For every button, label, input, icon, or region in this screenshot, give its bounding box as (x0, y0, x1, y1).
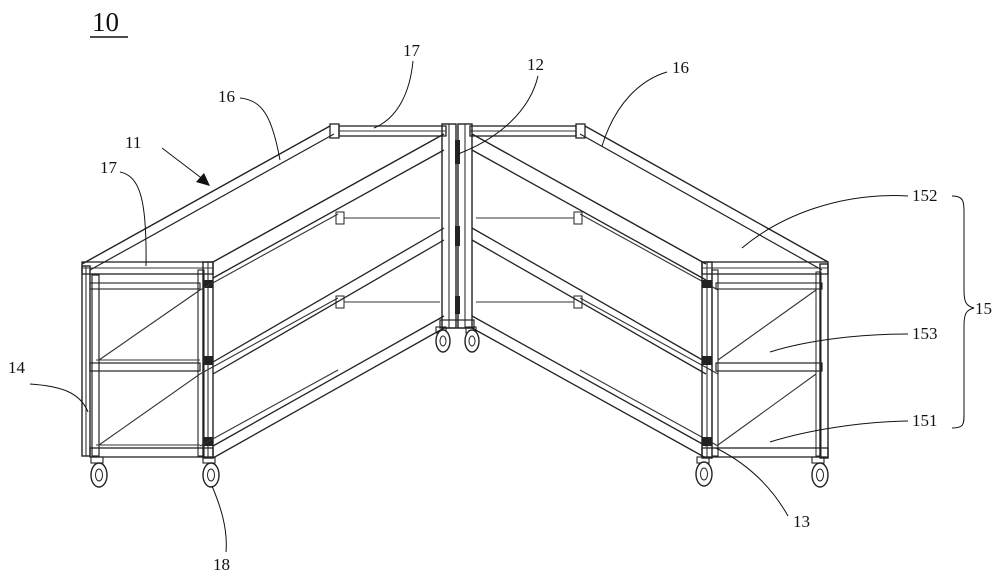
caster-right-outer (812, 457, 828, 487)
leader-12 (458, 76, 538, 154)
caster-right-inner (696, 457, 712, 486)
left-long-side (82, 126, 444, 458)
leader-14 (30, 384, 88, 412)
right-long-side (472, 126, 828, 458)
leader-151 (770, 421, 908, 442)
arrow-11-shaft (162, 148, 204, 180)
leader-152 (742, 196, 908, 248)
label-18: 18 (213, 555, 230, 574)
label-11: 11 (125, 133, 141, 152)
label-16-left: 16 (218, 87, 235, 106)
label-15: 15 (975, 299, 992, 318)
leader-18 (212, 486, 226, 552)
brace-15 (952, 196, 974, 428)
folding-shelf-cart (82, 124, 828, 487)
leader-153 (770, 334, 908, 352)
label-151: 151 (912, 411, 938, 430)
leader-16-left (240, 98, 280, 160)
leader-13 (716, 448, 788, 516)
caster-left-outer (91, 457, 107, 487)
caster-left-inner (203, 457, 219, 487)
leader-17-center (374, 61, 413, 128)
label-17-left: 17 (100, 158, 118, 177)
left-end-frame (82, 262, 213, 458)
label-13: 13 (793, 512, 810, 531)
reference-numerals: 11 16 17 17 12 16 152 153 151 15 14 (8, 41, 992, 574)
figure-number: 10 (92, 7, 119, 37)
label-17-center: 17 (403, 41, 421, 60)
label-14: 14 (8, 358, 26, 377)
center-posts (440, 124, 474, 328)
label-12: 12 (527, 55, 544, 74)
label-152: 152 (912, 186, 938, 205)
leader-16-right (602, 72, 667, 146)
label-153: 153 (912, 324, 938, 343)
right-end-frame (702, 262, 828, 458)
leader-17-left (120, 172, 146, 266)
label-16-right: 16 (672, 58, 689, 77)
